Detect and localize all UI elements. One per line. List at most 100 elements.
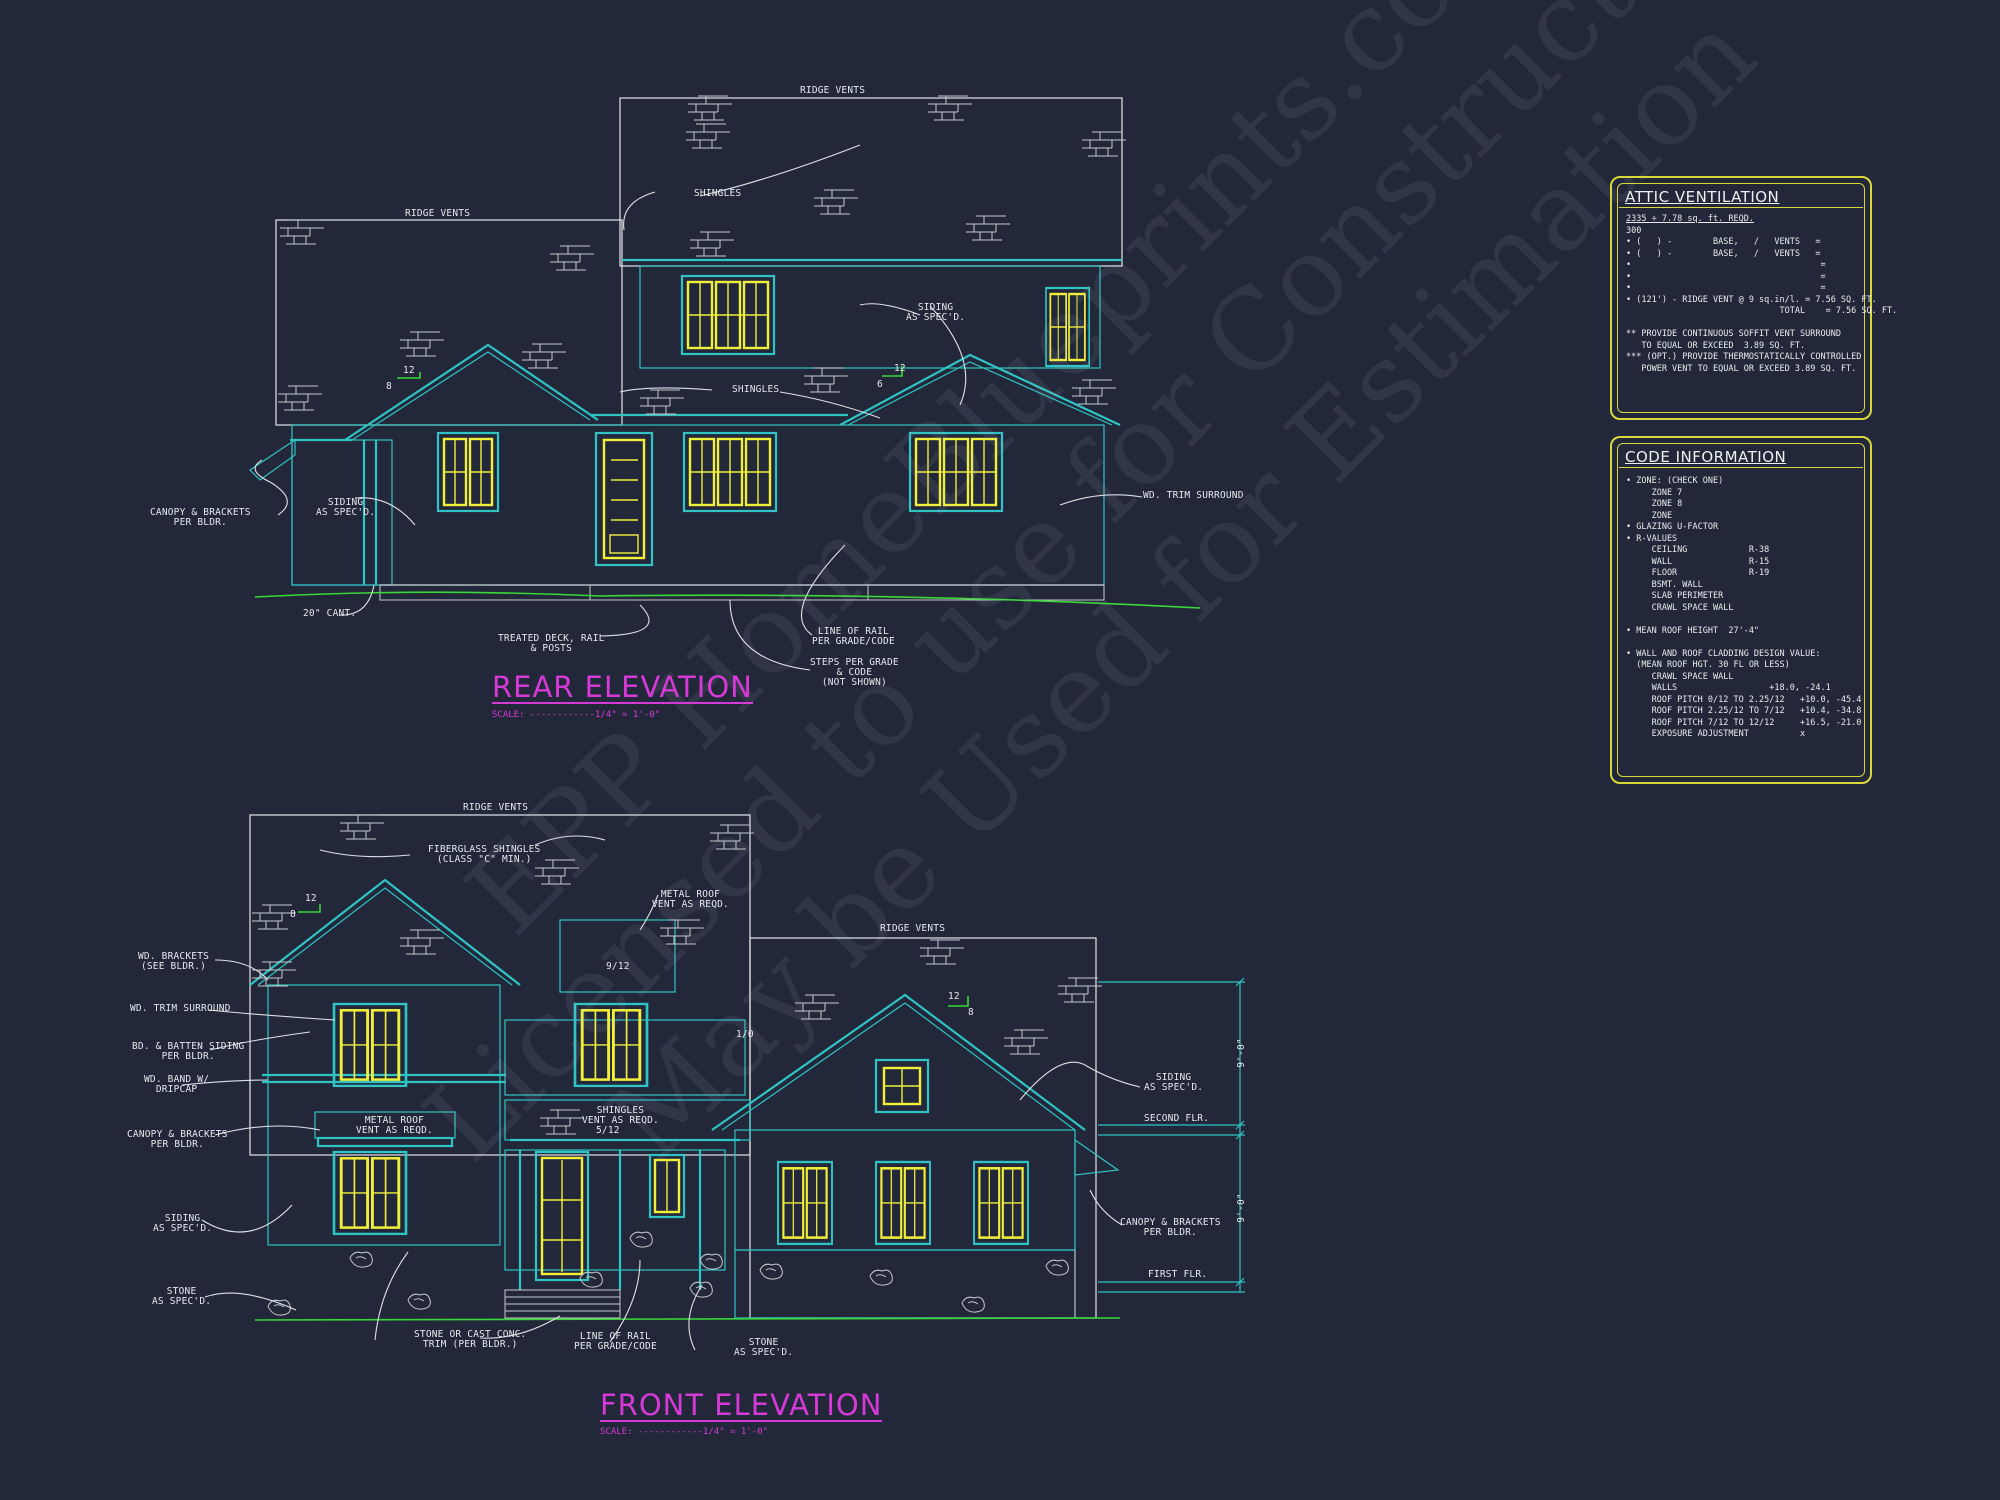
code-line: BSMT. WALL — [1626, 579, 1703, 590]
front-dim-upper: 9'-0" — [1235, 1038, 1247, 1068]
rear-siding-left-label: SIDING AS SPEC'D. — [316, 497, 376, 518]
code-information-title: CODE INFORMATION — [1625, 448, 1787, 466]
front-band-label: WD. BAND W/ DRIPCAP — [144, 1074, 210, 1095]
attic-line: • = — [1626, 271, 1826, 282]
front-pitch-9-12: 9/12 — [606, 961, 630, 972]
front-pitch-8-right: 8 — [968, 1007, 974, 1018]
front-fiberglass-label: FIBERGLASS SHINGLES (CLASS "C" MIN.) — [428, 844, 541, 865]
front-dim-lower: 9'-0" — [1235, 1193, 1247, 1223]
rear-upper-roof — [619, 97, 1123, 267]
code-inner-border — [1617, 443, 1865, 777]
rear-left-gable — [344, 343, 599, 441]
front-right-roof — [749, 937, 1097, 1319]
rear-pitch-12-left: 12 — [403, 365, 415, 376]
rear-elevation-title: REAR ELEVATION — [492, 670, 753, 704]
rear-pitch-12-right: 12 — [894, 363, 906, 374]
rear-pitch-8: 8 — [386, 381, 392, 392]
code-line: ZONE 7 — [1626, 487, 1683, 498]
rear-canopy-label: CANOPY & BRACKETS PER BLDR. — [150, 507, 251, 528]
code-line: • ZONE: (CHECK ONE) — [1626, 476, 1724, 486]
attic-line — [1626, 318, 1860, 330]
code-line: WALL R-15 — [1626, 556, 1770, 567]
front-metal-roof — [559, 919, 676, 993]
front-metal-roof-mid-label: METAL ROOF VENT AS REQD. — [356, 1115, 433, 1136]
code-line — [1626, 637, 1860, 649]
code-line: ROOF PITCH 0/12 TO 2.25/12 +10.0, -45.4 — [1626, 694, 1862, 705]
front-pitch-12-right: 12 — [948, 991, 960, 1002]
attic-ventilation-box: ATTIC VENTILATION 2335 ÷ 7.78 sq. ft. RE… — [1610, 176, 1898, 420]
rear-upper-wall — [639, 265, 1101, 369]
front-first-flr-label: FIRST FLR. — [1148, 1269, 1208, 1280]
rear-deck-label: TREATED DECK, RAIL & POSTS — [498, 633, 605, 654]
code-line: • MEAN ROOF HEIGHT 27'-4" — [1626, 625, 1760, 636]
front-second-flr-label: SECOND FLR. — [1144, 1113, 1210, 1124]
front-stone-mid-label: STONE AS SPEC'D. — [734, 1337, 794, 1358]
rear-grade-line — [254, 591, 1201, 609]
code-line: • GLAZING U-FACTOR — [1626, 522, 1719, 532]
front-rail-label: LINE OF RAIL PER GRADE/CODE — [574, 1331, 657, 1352]
rear-siding-right-label: SIDING AS SPEC'D. — [906, 302, 966, 323]
attic-line: 300 — [1626, 225, 1642, 236]
front-canopy-right-label: CANOPY & BRACKETS PER BLDR. — [1120, 1217, 1221, 1238]
rear-ridge-vents-left-label: RIDGE VENTS — [405, 208, 471, 219]
attic-line: TO EQUAL OR EXCEED 3.89 SQ. FT. — [1626, 340, 1806, 351]
code-line: WALLS +18.0, -24.1 — [1626, 683, 1831, 693]
rear-trim-label: WD. TRIM SURROUND — [1143, 490, 1244, 501]
code-line: EXPOSURE ADJUSTMENT x — [1626, 729, 1806, 739]
attic-ventilation-body: 2335 ÷ 7.78 sq. ft. REQD. 300 • ( ) - BA… — [1626, 214, 1898, 375]
front-brackets-label: WD. BRACKETS (SEE BLDR.) — [138, 951, 210, 972]
front-right-gable — [711, 993, 1086, 1131]
code-line: SLAB PERIMETER — [1626, 591, 1724, 601]
rear-shingles-label-2: SHINGLES — [732, 384, 780, 395]
attic-line: • = — [1626, 283, 1826, 293]
front-grade-line — [254, 1317, 1121, 1321]
front-siding-left-label: SIDING AS SPEC'D. — [153, 1213, 213, 1234]
rear-cant-label: 20" CANT. — [303, 608, 357, 619]
code-line: ZONE 8 — [1626, 499, 1683, 509]
attic-inner-border — [1617, 183, 1865, 413]
attic-line: *** (OPT.) PROVIDE THERMOSTATICALLY CONT… — [1626, 352, 1862, 362]
front-stone-cast-label: STONE OR CAST CONC. TRIM (PER BLDR.) — [414, 1329, 527, 1350]
front-metal-roof-top-label: METAL ROOF VENT AS REQD. — [652, 889, 729, 910]
rear-door — [594, 431, 654, 567]
front-door — [534, 1150, 590, 1282]
attic-ventilation-title: ATTIC VENTILATION — [1625, 188, 1780, 206]
front-pitch-1-0: 1/0 — [736, 1029, 754, 1040]
attic-line: ** PROVIDE CONTINUOUS SOFFIT VENT SURROU… — [1626, 329, 1841, 339]
rear-left-roof — [275, 219, 623, 426]
attic-header: ATTIC VENTILATION — [1619, 185, 1863, 208]
code-line: ZONE — [1626, 510, 1673, 521]
front-elevation-scale: SCALE: ------------1/4" = 1'-0" — [600, 1427, 768, 1437]
front-ridge-vents-left-label: RIDGE VENTS — [463, 802, 529, 813]
front-pitch-8-left: 8 — [290, 909, 296, 920]
rear-rail-label: LINE OF RAIL PER GRADE/CODE — [812, 626, 895, 647]
attic-line: TOTAL = 7.56 SQ. FT. — [1626, 306, 1898, 316]
rear-right-gable — [839, 353, 1121, 426]
code-line: • R-VALUES — [1626, 533, 1678, 544]
attic-line: 2335 ÷ 7.78 sq. ft. REQD. — [1626, 214, 1754, 224]
rear-elevation — [249, 95, 1201, 671]
attic-line: • ( ) - BASE, / VENTS = — [1626, 248, 1821, 259]
code-information-body: • ZONE: (CHECK ONE) ZONE 7 ZONE 8 ZONE •… — [1626, 476, 1862, 741]
attic-line: • ( ) - BASE, / VENTS = — [1626, 237, 1821, 247]
front-left-gable — [249, 878, 521, 986]
attic-line: • = — [1626, 260, 1826, 270]
code-line — [1626, 614, 1860, 626]
code-header: CODE INFORMATION — [1619, 445, 1863, 468]
attic-line: • (121') - RIDGE VENT @ 9 sq.in/l. = 7.5… — [1626, 294, 1877, 305]
code-line: CEILING R-38 — [1626, 545, 1770, 555]
front-trim-label: WD. TRIM SURROUND — [130, 1003, 231, 1014]
front-elevation-title: FRONT ELEVATION — [600, 1388, 883, 1422]
code-line: • WALL AND ROOF CLADDING DESIGN VALUE: — [1626, 648, 1821, 659]
rear-pitch-6: 6 — [877, 379, 883, 390]
front-stone-left-label: STONE AS SPEC'D. — [152, 1286, 212, 1307]
rear-ridge-vents-top-label: RIDGE VENTS — [800, 85, 866, 96]
code-information-box: CODE INFORMATION • ZONE: (CHECK ONE) ZON… — [1610, 436, 1872, 784]
front-canopy-left-label: CANOPY & BRACKETS PER BLDR. — [127, 1129, 228, 1150]
rear-elevation-scale: SCALE: ------------1/4" = 1'-0" — [492, 710, 660, 720]
front-pitch-5-12: 5/12 — [596, 1125, 620, 1136]
front-shingles-mid-label: SHINGLES VENT AS REQD. — [582, 1105, 659, 1126]
front-pitch-12-left: 12 — [305, 893, 317, 904]
code-line: CRAWL SPACE WALL — [1626, 602, 1734, 613]
